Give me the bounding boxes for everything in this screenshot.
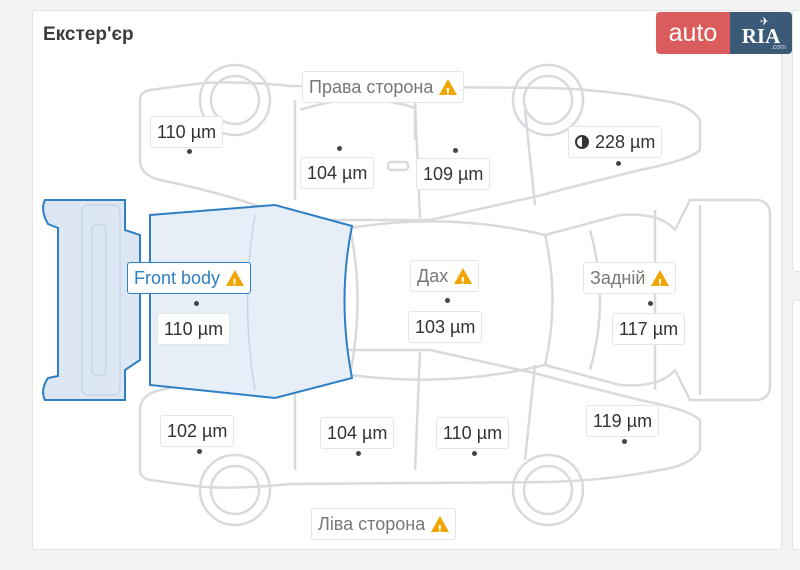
point-marker [445, 298, 450, 303]
point-marker [337, 146, 342, 151]
adjacent-panel-lower [792, 300, 800, 550]
reading-rear-right-quarter[interactable]: 228 µm [568, 126, 663, 158]
warning-icon [651, 270, 670, 296]
warning-icon [431, 516, 450, 542]
warning-icon [439, 79, 458, 105]
point-marker [187, 149, 192, 154]
logo-auto-text: auto [656, 12, 730, 54]
rear-outline [544, 198, 772, 402]
reading-front-right-door[interactable]: 104 µm [300, 157, 375, 189]
point-marker [197, 449, 202, 454]
section-roof[interactable]: Дах [410, 260, 480, 294]
warning-icon [226, 270, 245, 296]
reading-rear-right-door[interactable]: 109 µm [416, 158, 491, 190]
reading-trunk[interactable]: 117 µm [612, 313, 686, 345]
roof-outline [348, 220, 554, 381]
point-marker [472, 451, 477, 456]
front-left-wheel [198, 453, 272, 527]
reading-rear-right-quarter-value: 228 µm [595, 132, 656, 152]
section-roof-label: Дах [417, 266, 449, 286]
point-marker [453, 148, 458, 153]
warning-icon [454, 268, 473, 294]
reading-roof[interactable]: 103 µm [408, 311, 483, 343]
reading-hood[interactable]: 110 µm [157, 313, 231, 345]
reading-front-left-fender[interactable]: 102 µm [160, 415, 235, 447]
right-side-outline [138, 81, 702, 222]
section-rear[interactable]: Задній [583, 262, 677, 296]
point-marker [648, 301, 653, 306]
section-left-side[interactable]: Ліва сторона [311, 508, 457, 542]
adjacent-panel [792, 10, 800, 272]
section-rear-label: Задній [590, 268, 646, 288]
logo-ria-block: ✈ RIA .com [730, 12, 792, 54]
half-circle-icon [575, 135, 589, 149]
rear-right-wheel [511, 63, 585, 137]
logo-ria-text: RIA [741, 24, 781, 48]
section-left-side-label: Ліва сторона [318, 514, 426, 534]
logo-ria-sub: .com [770, 44, 786, 51]
section-front-body[interactable]: Front body [127, 262, 252, 296]
card-title: Екстер'єр [43, 24, 134, 45]
front-right-wheel [198, 63, 272, 137]
rear-left-wheel [511, 453, 585, 527]
point-marker [194, 301, 199, 306]
section-right-side-label: Права сторона [309, 77, 434, 97]
point-marker [356, 451, 361, 456]
section-front-body-label: Front body [134, 268, 221, 288]
front-body-highlight [42, 199, 354, 401]
reading-front-left-door[interactable]: 104 µm [320, 417, 395, 449]
point-marker [616, 161, 621, 166]
reading-rear-left-quarter[interactable]: 119 µm [586, 405, 660, 437]
section-right-side[interactable]: Права сторона [302, 71, 465, 105]
bird-icon: ✈ [760, 16, 770, 28]
point-marker [622, 439, 627, 444]
reading-rear-left-door[interactable]: 110 µm [436, 417, 510, 449]
reading-front-right-fender[interactable]: 110 µm [150, 116, 224, 148]
